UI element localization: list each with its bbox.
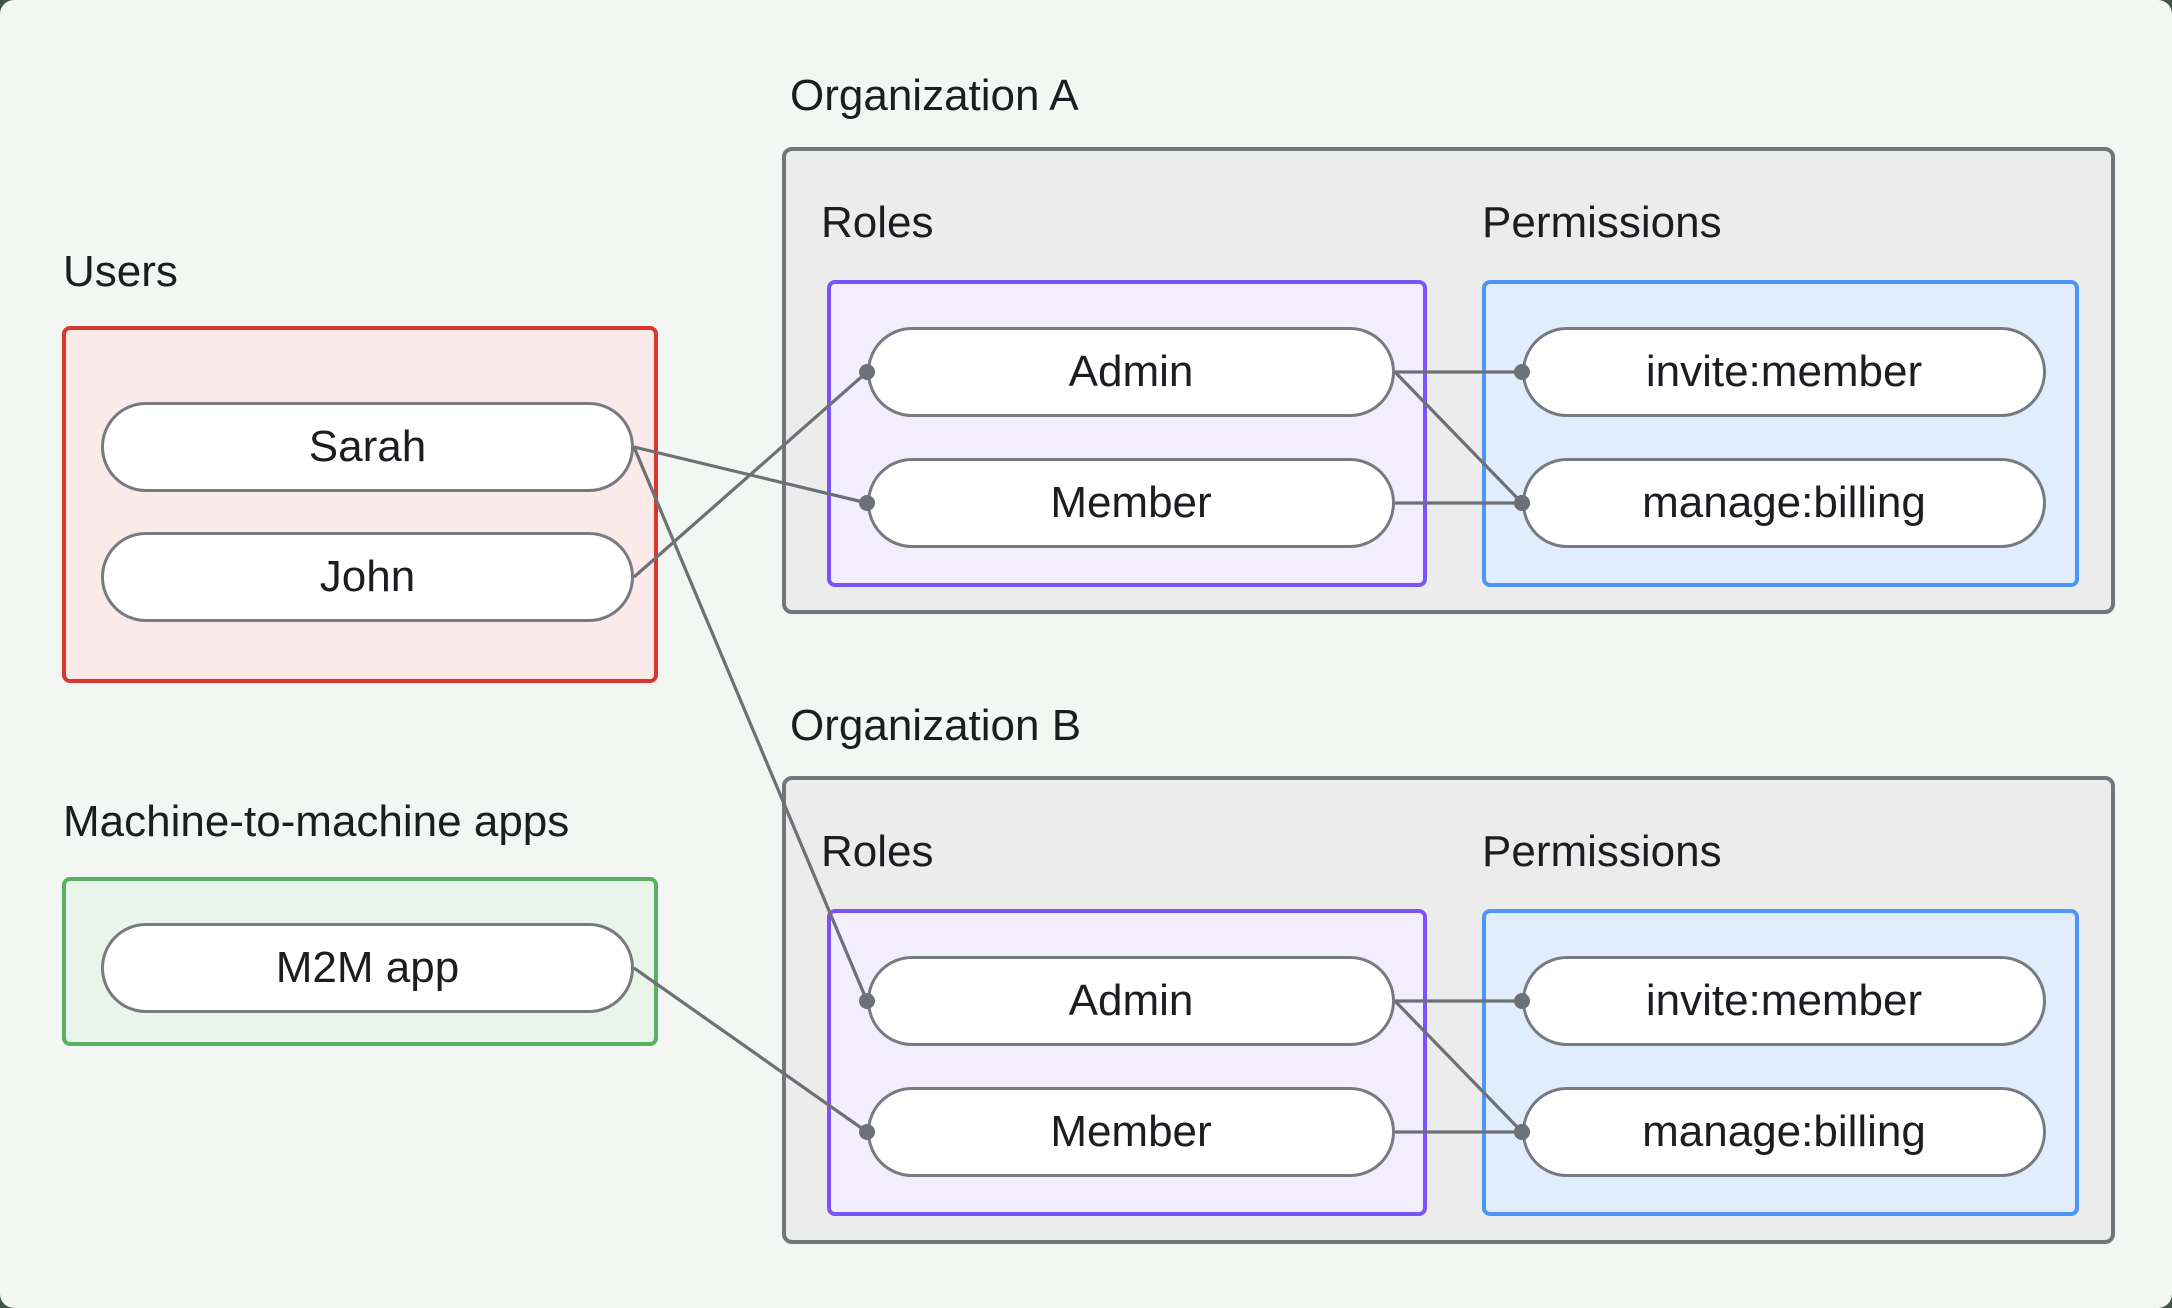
user-node-sarah: Sarah xyxy=(101,402,634,492)
org-b-roles-box: Admin Member xyxy=(827,909,1427,1216)
org-b-role-admin-node: Admin xyxy=(867,956,1395,1046)
org-a-roles-box: Admin Member xyxy=(827,280,1427,587)
org-b-roles-label: Roles xyxy=(821,827,934,876)
org-a-permission-manage-billing-node: manage:billing xyxy=(1522,458,2046,548)
org-a-role-member-node: Member xyxy=(867,458,1395,548)
org-b-box: Roles Permissions Admin Member invite:me… xyxy=(782,776,2115,1244)
m2m-group-box: M2M app xyxy=(62,877,658,1046)
org-b-permissions-box: invite:member manage:billing xyxy=(1482,909,2079,1216)
org-a-permissions-label: Permissions xyxy=(1482,198,1722,247)
m2m-app-node: M2M app xyxy=(101,923,634,1013)
org-b-permission-manage-billing-node: manage:billing xyxy=(1522,1087,2046,1177)
org-b-permissions-label: Permissions xyxy=(1482,827,1722,876)
org-a-box: Roles Permissions Admin Member invite:me… xyxy=(782,147,2115,614)
user-node-john: John xyxy=(101,532,634,622)
org-b-role-member-node: Member xyxy=(867,1087,1395,1177)
users-group-label: Users xyxy=(63,247,178,296)
org-a-roles-label: Roles xyxy=(821,198,934,247)
org-a-permission-invite-member-node: invite:member xyxy=(1522,327,2046,417)
org-b-permission-invite-member-node: invite:member xyxy=(1522,956,2046,1046)
org-a-role-admin-node: Admin xyxy=(867,327,1395,417)
users-group-box: Sarah John xyxy=(62,326,658,683)
org-a-title: Organization A xyxy=(790,71,1079,120)
org-a-permissions-box: invite:member manage:billing xyxy=(1482,280,2079,587)
m2m-group-label: Machine-to-machine apps xyxy=(63,797,570,846)
org-b-title: Organization B xyxy=(790,701,1082,750)
